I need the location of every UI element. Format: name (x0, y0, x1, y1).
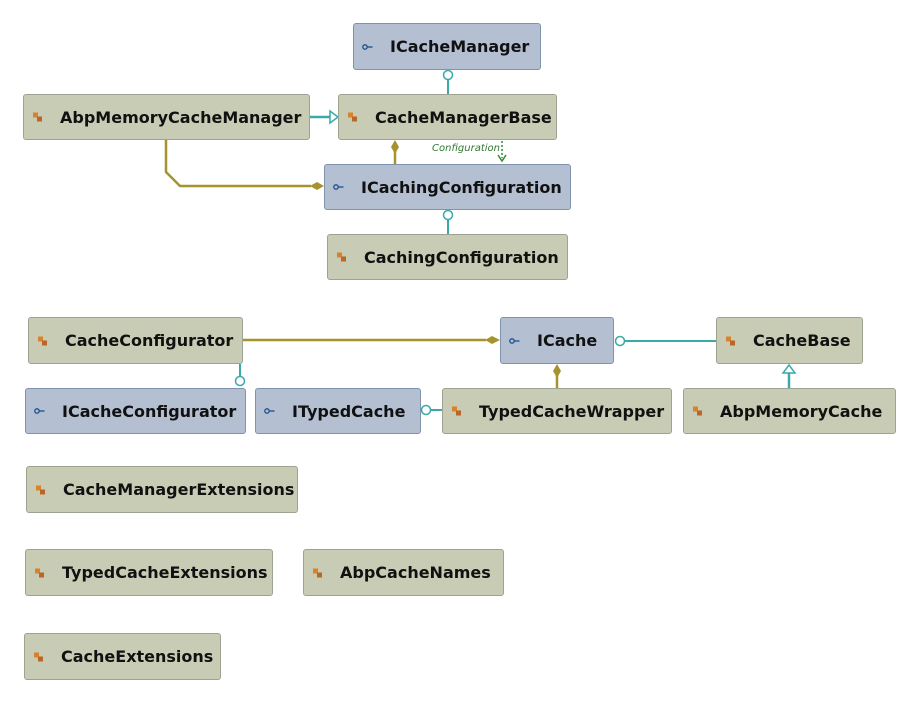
interface-icon (362, 43, 373, 50)
node-icachingconfiguration[interactable]: ICachingConfiguration (324, 164, 571, 210)
class-icon (36, 485, 45, 494)
node-label: CacheExtensions (61, 647, 214, 666)
node-label: ICacheConfigurator (62, 401, 237, 421)
node-typedcachewrapper[interactable]: TypedCacheWrapper (442, 388, 672, 434)
implements-typedcachewrapper-itypedcache (420, 404, 442, 416)
node-label: AbpMemoryCache (720, 401, 883, 421)
class-icon (726, 336, 735, 345)
node-label: CacheBase (753, 331, 851, 350)
implements-cachingconfiguration-icachingconfiguration (442, 209, 454, 234)
class-icon (452, 406, 461, 416)
class-icon (348, 112, 357, 122)
node-typedcacheextensions[interactable]: TypedCacheExtensions (25, 549, 273, 596)
inherit-abpmemorycache-cachebase (781, 363, 797, 388)
class-icon (313, 568, 322, 577)
node-icacheconfigurator[interactable]: ICacheConfigurator (25, 388, 246, 434)
node-label: CacheManagerBase (375, 107, 552, 127)
node-abpmemorycachemanager[interactable]: AbpMemoryCacheManager (23, 94, 310, 140)
composition-cacheconfigurator-icache (243, 336, 500, 344)
class-icon (35, 568, 44, 577)
node-icache[interactable]: ICache (500, 317, 614, 364)
interface-icon (333, 184, 344, 190)
inherit-abpmemorycachemanager-cachemanagerbase (310, 109, 340, 125)
dependency-configuration: Configuration (432, 141, 507, 163)
node-cacheconfigurator[interactable]: CacheConfigurator (28, 317, 243, 364)
implements-cachemanagerbase-icachemanager (442, 69, 454, 94)
node-cachebase[interactable]: CacheBase (716, 317, 863, 364)
configuration-label: Configuration (432, 143, 500, 154)
node-label: AbpMemoryCacheManager (60, 107, 302, 127)
composition-abpmemorycachemanager-icachingconfiguration (164, 140, 324, 190)
interface-icon (509, 337, 520, 344)
composition-typedcachewrapper-icache (553, 364, 561, 388)
implements-cachebase-icache (614, 335, 716, 347)
class-icon (693, 406, 702, 416)
node-itypedcache[interactable]: ITypedCache (255, 388, 421, 434)
class-icon (38, 336, 47, 345)
class-icon (33, 112, 42, 122)
node-cacheextensions[interactable]: CacheExtensions (24, 633, 221, 680)
node-label: ICache (537, 331, 598, 350)
interface-icon (34, 408, 45, 414)
node-cachingconfiguration[interactable]: CachingConfiguration (327, 234, 568, 280)
interface-icon (264, 408, 275, 414)
node-label: ICachingConfiguration (361, 177, 562, 197)
node-abpmemorycache[interactable]: AbpMemoryCache (683, 388, 896, 434)
node-label: AbpCacheNames (340, 563, 491, 582)
node-icachemanager[interactable]: ICacheManager (353, 23, 541, 70)
implements-cacheconfigurator-icacheconfigurator (234, 364, 246, 387)
composition-cachemanagerbase-icachingconfiguration (391, 140, 399, 164)
node-label: TypedCacheExtensions (62, 563, 268, 582)
node-label: CacheConfigurator (65, 331, 234, 350)
node-cachemanagerbase[interactable]: CacheManagerBase (338, 94, 557, 140)
class-icon (337, 252, 346, 262)
node-label: CacheManagerExtensions (63, 480, 295, 499)
node-abpcachenames[interactable]: AbpCacheNames (303, 549, 504, 596)
node-label: ICacheManager (390, 37, 530, 56)
node-label: ITypedCache (292, 401, 406, 421)
node-label: TypedCacheWrapper (479, 401, 665, 421)
node-label: CachingConfiguration (364, 247, 559, 267)
class-icon (34, 652, 43, 661)
node-cachemanagerextensions[interactable]: CacheManagerExtensions (26, 466, 298, 513)
